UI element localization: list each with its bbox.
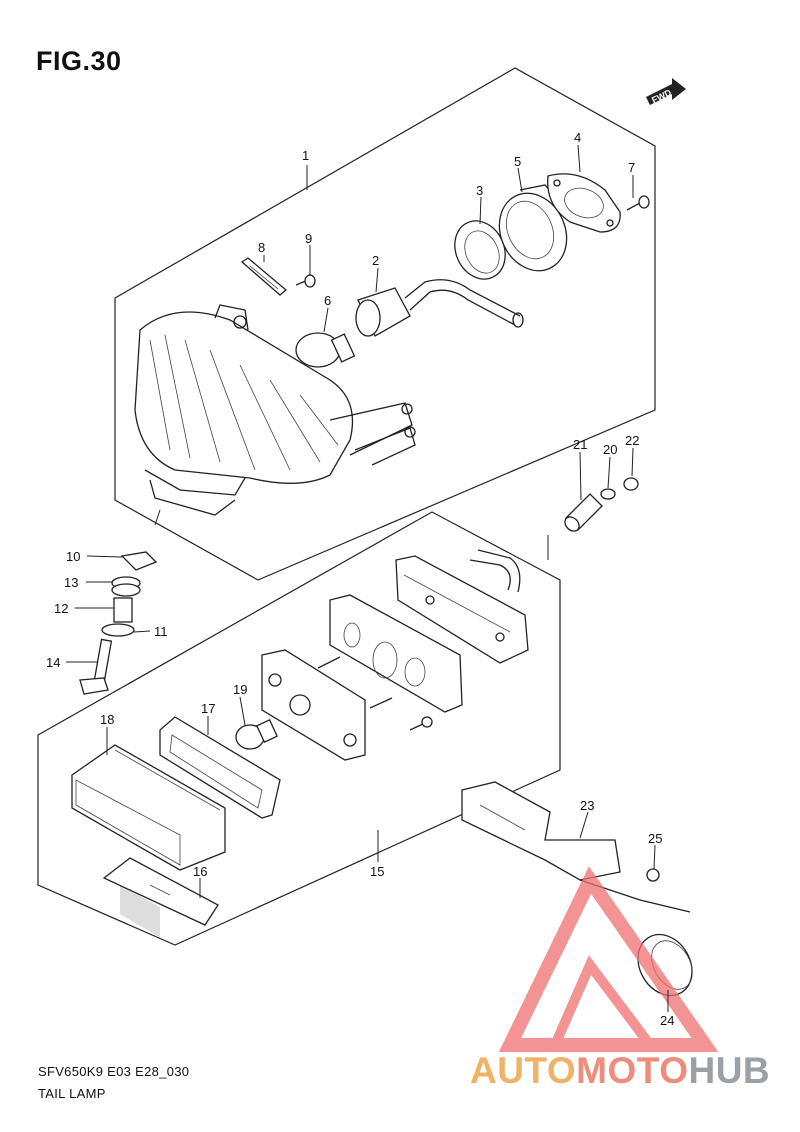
callout-25: 25 [648, 831, 662, 846]
screw-7 [626, 195, 650, 211]
callout-5: 5 [514, 154, 521, 169]
callout-23: 23 [580, 798, 594, 813]
callout-24: 24 [660, 1013, 674, 1028]
callout-2: 2 [372, 253, 379, 268]
gasket-17 [159, 716, 281, 819]
callout-6: 6 [324, 293, 331, 308]
callout-7: 7 [628, 160, 635, 175]
callout-1: 1 [302, 148, 309, 163]
leader-lines [66, 144, 669, 1012]
watermark-moto: MOTO [576, 1050, 689, 1091]
nut-22 [623, 477, 639, 491]
fwd-arrow-icon: FWD [646, 78, 686, 105]
figure-title: FIG.30 [36, 46, 122, 76]
callout-3: 3 [476, 183, 483, 198]
lamp-base-cover [395, 549, 529, 664]
reflector-16 [102, 857, 219, 926]
bulb-6 [295, 332, 356, 368]
callout-21: 21 [573, 437, 587, 452]
watermark-hub: HUB [688, 1050, 771, 1091]
callout-15: 15 [370, 864, 384, 879]
watermark-auto: AUTO [470, 1050, 577, 1091]
callout-17: 17 [201, 701, 215, 716]
model-code: SFV650K9 E03 E28_030 [38, 1064, 190, 1079]
callout-20: 20 [603, 442, 617, 457]
bulb-holder [261, 649, 433, 761]
fastener-stack [79, 551, 158, 695]
callout-9: 9 [305, 231, 312, 246]
stud-21 [564, 493, 603, 532]
callout-22: 22 [625, 433, 639, 448]
watermark-text: AUTOMOTOHUB [470, 1050, 770, 1092]
callout-11: 11 [154, 624, 168, 639]
lens-18 [71, 744, 226, 938]
callout-10: 10 [66, 549, 80, 564]
callout-14: 14 [46, 655, 60, 670]
screw-9 [295, 274, 316, 288]
bracket-23 [461, 781, 691, 913]
washer-20 [600, 488, 616, 500]
lamp-lens-housing [329, 594, 463, 713]
assembly-frame-1 [114, 67, 656, 581]
tail-lamp-housing [134, 304, 416, 516]
callout-labels: 1 2 3 4 5 6 7 8 9 10 11 12 13 14 15 16 1… [46, 130, 674, 1028]
bracket-8 [240, 257, 288, 296]
callout-18: 18 [100, 712, 114, 727]
socket-2 [355, 279, 524, 337]
bulb-19 [235, 719, 279, 750]
callout-8: 8 [258, 240, 265, 255]
gasket-4 [547, 173, 621, 233]
section-name: TAIL LAMP [38, 1086, 106, 1101]
bolt-25 [646, 868, 660, 882]
assembly-frame-15 [37, 511, 561, 946]
callout-13: 13 [64, 575, 78, 590]
holder-5 [498, 184, 568, 272]
callout-16: 16 [193, 864, 207, 879]
callout-19: 19 [233, 682, 247, 697]
watermark-triangle-logo [498, 866, 719, 1052]
callout-12: 12 [54, 601, 68, 616]
callout-4: 4 [574, 130, 581, 145]
